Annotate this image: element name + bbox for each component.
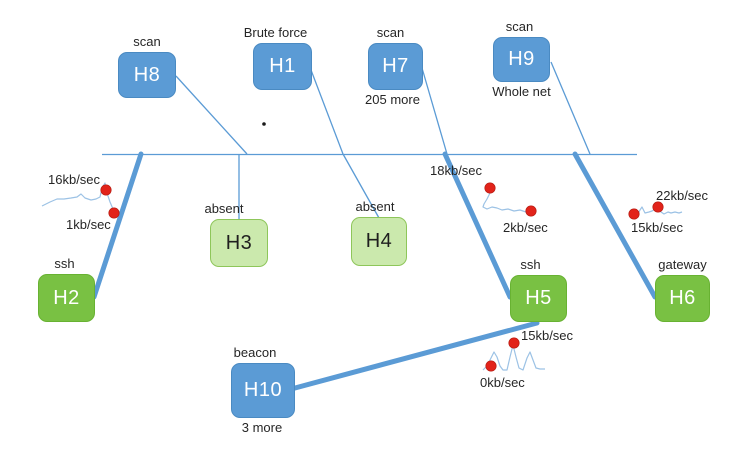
rate-label: 15kb/sec: [631, 220, 684, 235]
alert-marker-dot: [484, 182, 496, 194]
node-H4[interactable]: H4: [351, 217, 407, 266]
flow-H10-H5: [292, 320, 540, 391]
rate-label: 15kb/sec: [521, 328, 574, 343]
node-H5[interactable]: H5: [510, 275, 567, 322]
node-H9-top-label: scan: [505, 19, 534, 34]
node-H8[interactable]: H8: [118, 52, 176, 98]
node-H5-top-label: ssh: [520, 257, 541, 272]
node-H10-bottom-label: 3 more: [241, 420, 283, 435]
rate-label: 2kb/sec: [503, 220, 548, 235]
flow-backbone-H2: [91, 151, 144, 300]
node-H1[interactable]: H1: [253, 43, 312, 90]
node-H2[interactable]: H2: [38, 274, 95, 322]
node-H2-top-label: ssh: [54, 256, 75, 271]
flow-backbone-H6: [572, 151, 658, 300]
node-H6[interactable]: H6: [655, 275, 710, 322]
alert-marker-dot: [485, 360, 497, 372]
node-H6-top-label: gateway: [658, 257, 707, 272]
alert-marker-dot: [628, 208, 640, 220]
rate-label: 1kb/sec: [66, 217, 111, 232]
alert-marker-dot: [108, 207, 120, 219]
edge-backbone-H4: [342, 153, 380, 219]
node-H10[interactable]: H10: [231, 363, 295, 418]
sparkline-H2-link: [41, 182, 116, 214]
node-H7-bottom-label: 205 more: [365, 92, 420, 107]
node-H7[interactable]: H7: [368, 43, 423, 90]
rate-label: 18kb/sec: [430, 163, 483, 178]
alert-marker-dot: [100, 184, 112, 196]
node-H9[interactable]: H9: [493, 37, 550, 82]
node-H7-top-label: scan: [376, 25, 405, 40]
rate-label: 16kb/sec: [48, 172, 101, 187]
alert-marker-dot: [508, 337, 520, 349]
node-H1-top-label: Brute force: [243, 25, 308, 40]
alert-marker-dot: [525, 205, 537, 217]
node-H3-top-label: absent: [204, 201, 244, 216]
edge-H8-backbone: [175, 75, 248, 155]
node-H3[interactable]: H3: [210, 219, 268, 267]
edge-H1-backbone: [310, 69, 344, 155]
rate-label: 0kb/sec: [480, 375, 525, 390]
sparkline-H5-link: [482, 192, 532, 213]
edge-H7-backbone: [421, 67, 448, 155]
alert-marker-dot: [652, 201, 664, 213]
rate-label: 22kb/sec: [656, 188, 709, 203]
node-H10-top-label: beacon: [233, 345, 277, 360]
edge-H9-backbone: [550, 61, 591, 155]
node-H4-top-label: absent: [355, 199, 395, 214]
flow-backbone-H5: [442, 151, 513, 300]
stray-dot: [262, 122, 266, 126]
node-H8-top-label: scan: [133, 34, 161, 49]
node-H9-bottom-label: Whole net: [492, 84, 551, 99]
